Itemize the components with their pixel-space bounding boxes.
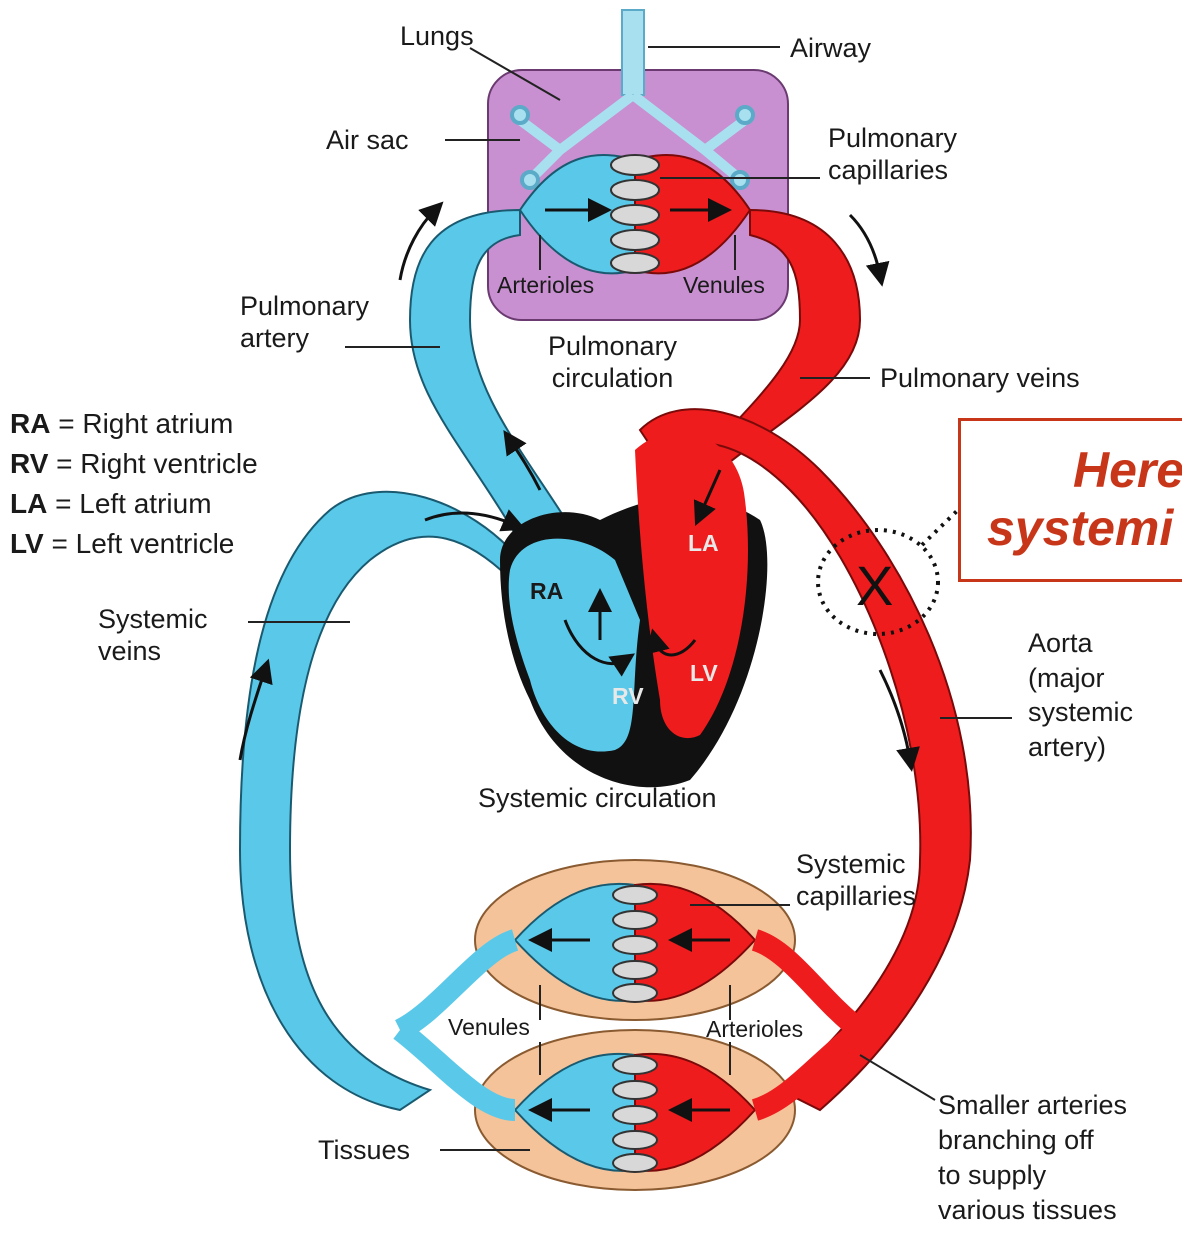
label-line: various tissues (938, 1193, 1127, 1228)
systemic-capillary-bed-upper (475, 860, 795, 1020)
label-pulmonary-circulation: Pulmonary circulation (548, 330, 677, 395)
legend-item: LV = Left ventricle (10, 524, 258, 564)
legend-text: = Right ventricle (56, 448, 258, 479)
label-systemic-circulation: Systemic circulation (478, 782, 717, 814)
label-line: artery) (1028, 730, 1133, 765)
label-line: systemic (1028, 695, 1133, 730)
label-line: Aorta (1028, 626, 1133, 661)
label-tissues: Tissues (318, 1134, 410, 1166)
label-arterioles-top: Arterioles (497, 272, 594, 300)
label-line: Systemic (98, 603, 208, 635)
chamber-label-la: LA (688, 530, 719, 557)
label-airway: Airway (790, 32, 871, 64)
legend-abbr: LV (10, 528, 44, 559)
chamber-label-ra: RA (530, 578, 563, 605)
chamber-label-lv: LV (690, 660, 718, 687)
label-line: Pulmonary (828, 122, 957, 154)
annotation-callout-box: Here systemi (958, 418, 1182, 582)
label-lungs: Lungs (400, 20, 474, 52)
legend-abbr: LA (10, 488, 47, 519)
legend-text: = Left ventricle (51, 528, 234, 559)
label-systemic-capillaries: Systemic capillaries (796, 848, 916, 913)
label-line: Pulmonary (548, 330, 677, 362)
label-line: capillaries (828, 154, 957, 186)
legend-item: RA = Right atrium (10, 404, 258, 444)
label-smaller-arteries: Smaller arteries branching off to supply… (938, 1088, 1127, 1228)
label-line: Smaller arteries (938, 1088, 1127, 1123)
label-line: Pulmonary (240, 290, 369, 322)
label-line: to supply (938, 1158, 1127, 1193)
label-venules-top: Venules (683, 272, 765, 300)
label-line: Systemic (796, 848, 916, 880)
legend-text: = Left atrium (55, 488, 211, 519)
label-pulmonary-capillaries: Pulmonary capillaries (828, 122, 957, 187)
label-line: circulation (548, 362, 677, 394)
label-arterioles-bottom: Arterioles (706, 1016, 803, 1044)
label-line: (major (1028, 661, 1133, 696)
chamber-legend: RA = Right atrium RV = Right ventricle L… (10, 404, 258, 564)
chamber-label-rv: RV (612, 683, 644, 710)
label-pulmonary-artery: Pulmonary artery (240, 290, 369, 355)
label-line: veins (98, 635, 208, 667)
blockage-x-marker: X (856, 552, 893, 619)
callout-pointer-line (922, 508, 960, 545)
legend-text: = Right atrium (58, 408, 233, 439)
label-venules-bottom: Venules (448, 1014, 530, 1042)
systemic-capillary-bed-lower (475, 1030, 795, 1190)
legend-abbr: RA (10, 408, 50, 439)
label-line: branching off (938, 1123, 1127, 1158)
legend-item: RV = Right ventricle (10, 444, 258, 484)
label-line: capillaries (796, 880, 916, 912)
label-air-sac: Air sac (326, 124, 409, 156)
callout-line-1: Here (1073, 441, 1182, 499)
legend-item: LA = Left atrium (10, 484, 258, 524)
legend-abbr: RV (10, 448, 48, 479)
label-aorta: Aorta (major systemic artery) (1028, 626, 1133, 764)
label-line: artery (240, 322, 369, 354)
label-pulmonary-veins: Pulmonary veins (880, 362, 1080, 394)
label-systemic-veins: Systemic veins (98, 603, 208, 668)
callout-line-2: systemi (987, 499, 1173, 557)
